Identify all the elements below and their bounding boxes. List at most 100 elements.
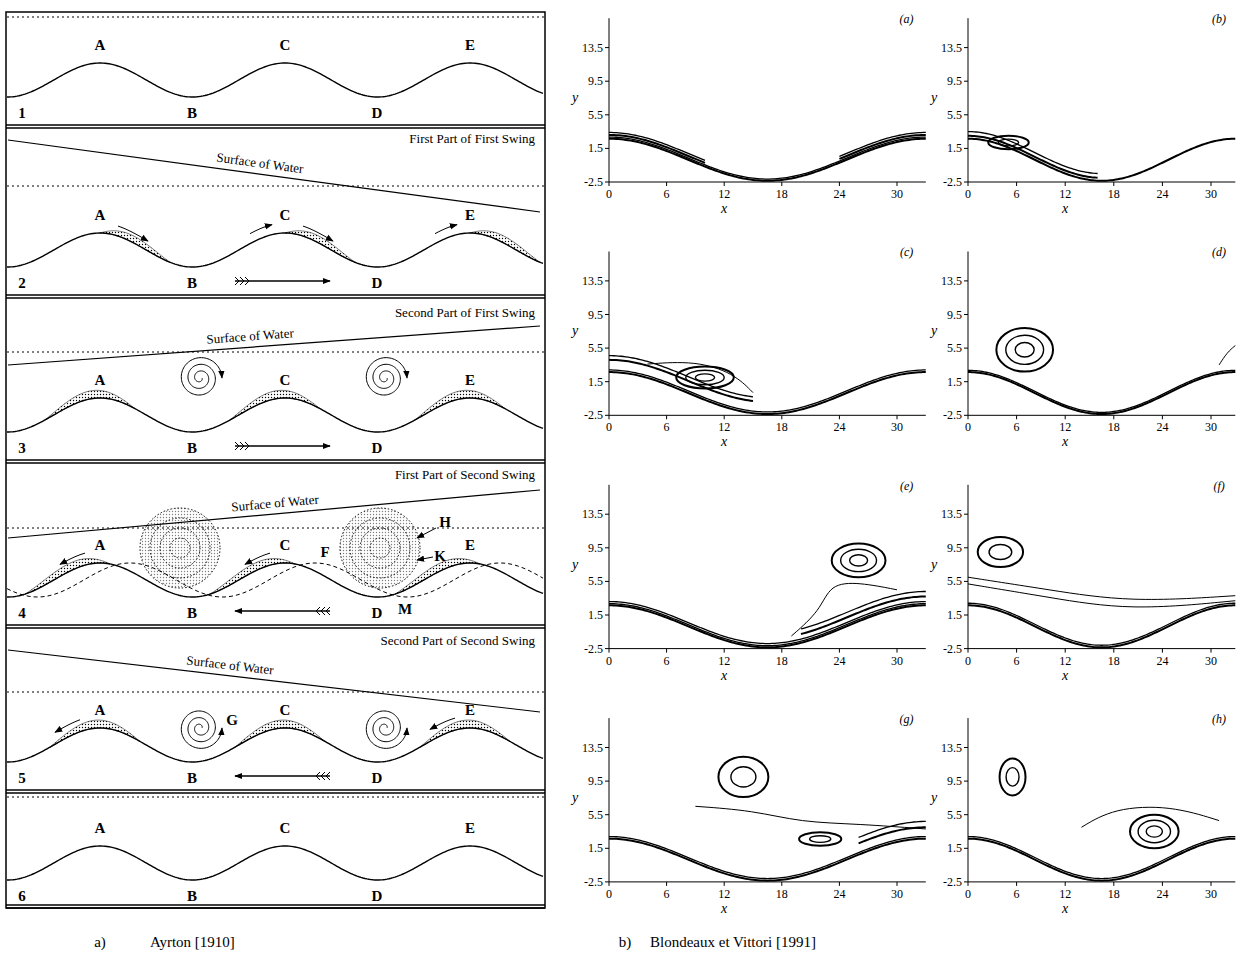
water-surface-label: Surface of Water: [186, 653, 274, 676]
flow-arrow: [430, 718, 455, 729]
tick-mark: [968, 649, 969, 653]
tick-mark: [666, 649, 667, 653]
vortex-ring: [150, 518, 210, 578]
tick-label: 5.5: [947, 109, 962, 121]
tick-mark: [724, 182, 725, 186]
tick-label: 6: [1014, 655, 1020, 667]
tick-label: 9.5: [588, 309, 603, 321]
water-surface-label: Surface of Water: [231, 493, 319, 514]
phase-title: Second Part of First Swing: [395, 306, 535, 319]
tick-label: 24: [833, 888, 845, 900]
tick-label: 18: [776, 655, 788, 667]
water-surface-label: Surface of Water: [216, 151, 304, 176]
ripple-profile: [7, 398, 543, 432]
tick-label: 9.5: [947, 75, 962, 87]
flow-arrow: [55, 720, 80, 733]
tick-label: 24: [1156, 655, 1168, 667]
plot-letter: (g): [900, 713, 914, 725]
arrow-feather: [245, 277, 249, 285]
tick-mark: [964, 615, 968, 616]
streamline: [859, 827, 926, 843]
tick-mark: [605, 280, 609, 281]
tick-label: -2.5: [584, 409, 603, 421]
tick-label: 30: [1205, 655, 1217, 667]
still-water-level: [7, 186, 544, 187]
panel-divider: [6, 792, 545, 793]
vortex-contour: [832, 544, 886, 578]
tick-mark: [964, 881, 968, 882]
vortex-ring: [140, 508, 220, 588]
point-letter: A: [95, 538, 106, 553]
tick-label: 12: [718, 888, 730, 900]
tick-label: 12: [1059, 188, 1071, 200]
point-letter: C: [280, 208, 291, 223]
tick-label: 24: [1156, 188, 1168, 200]
axis-label: x: [721, 202, 727, 216]
tick-mark: [964, 148, 968, 149]
tick-mark: [605, 747, 609, 748]
tick-label: 12: [718, 421, 730, 433]
vortex-contour: [1000, 758, 1026, 795]
panel-number: 2: [18, 276, 26, 291]
vortex-contour: [850, 555, 868, 566]
axis-label: x: [721, 435, 727, 449]
tick-label: 1.5: [947, 609, 962, 621]
tick-mark: [1065, 415, 1066, 419]
still-water-level: [7, 797, 544, 798]
tick-label: 24: [1156, 888, 1168, 900]
plot-letter: (d): [1212, 246, 1226, 258]
tick-mark: [605, 415, 609, 416]
tick-label: 9.5: [947, 542, 962, 554]
flow-arrow: [250, 225, 272, 234]
axis-label: y: [572, 324, 578, 338]
tick-label: 0: [965, 655, 971, 667]
tick-mark: [605, 114, 609, 115]
plot-letter: (h): [1212, 713, 1226, 725]
tick-mark: [605, 514, 609, 515]
tick-mark: [1016, 649, 1017, 653]
tick-label: 12: [1059, 888, 1071, 900]
streamline: [695, 806, 925, 829]
axis-label: y: [931, 558, 937, 572]
tick-mark: [605, 81, 609, 82]
tick-label: 6: [1014, 888, 1020, 900]
tick-mark: [968, 882, 969, 886]
tick-label: 12: [1059, 655, 1071, 667]
simulation-panel: [605, 18, 1235, 886]
tick-mark: [1162, 649, 1163, 653]
tick-label: 1.5: [947, 142, 962, 154]
tick-label: 5.5: [947, 342, 962, 354]
panel-number: 3: [18, 441, 26, 456]
panel-divider: [6, 907, 545, 908]
tick-label: -2.5: [943, 176, 962, 188]
tick-mark: [964, 781, 968, 782]
tick-label: 5.5: [947, 809, 962, 821]
point-letter: D: [372, 441, 383, 456]
arrow-feather: [240, 442, 244, 450]
tick-mark: [609, 882, 610, 886]
tick-mark: [1113, 182, 1114, 186]
tick-label: 0: [606, 655, 612, 667]
ripple-profile: [7, 846, 543, 880]
tick-mark: [897, 649, 898, 653]
tick-mark: [964, 182, 968, 183]
tick-mark: [839, 649, 840, 653]
panel-divider: [6, 462, 545, 463]
tick-mark: [609, 415, 610, 419]
arrow-feather: [321, 607, 325, 615]
streamline: [801, 597, 926, 635]
arrow-feather: [326, 607, 330, 615]
tick-mark: [964, 314, 968, 315]
tick-label: 13.5: [941, 742, 962, 754]
vortex-contour: [1015, 343, 1034, 358]
tick-label: 6: [664, 888, 670, 900]
arrow-feather: [326, 772, 330, 780]
tick-label: -2.5: [943, 876, 962, 888]
tick-mark: [839, 415, 840, 419]
tick-mark: [781, 649, 782, 653]
tick-label: 0: [965, 888, 971, 900]
tick-mark: [897, 182, 898, 186]
tick-label: 13.5: [582, 508, 603, 520]
tick-mark: [1162, 182, 1163, 186]
tick-label: 1.5: [947, 842, 962, 854]
